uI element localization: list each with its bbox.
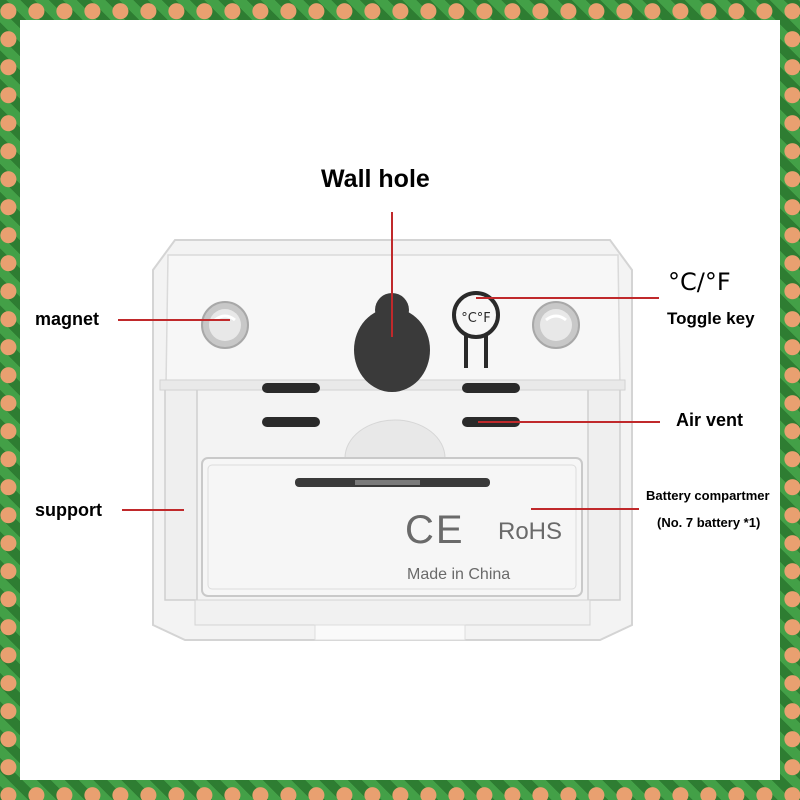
support-leg-left [164,384,198,601]
magnet-left [201,301,249,349]
vent-slot-3 [462,383,520,393]
leader-air-vent [478,421,660,423]
leader-support [122,509,184,511]
vent-slot-2 [262,417,320,427]
rohs-mark: RoHS [498,518,563,545]
toggle-key-icon [452,291,500,368]
vent-slot-1 [262,383,320,393]
toggle-key-symbol: °C°F [461,311,491,326]
label-battery-line2: (No. 7 battery *1) [657,515,761,530]
magnet-right [532,301,580,349]
label-wall-hole: Wall hole [321,165,430,193]
leader-magnet [118,319,230,321]
made-in-label: Made in China [407,566,511,583]
label-air-vent: Air vent [676,410,744,430]
wall-hole-keyhole [354,293,430,392]
battery-compartment-cover [201,457,583,597]
label-toggle-key: Toggle key [667,309,755,328]
support-leg-right [587,384,621,601]
ce-mark: CE [405,508,465,552]
label-temp-unit: °C/°F [668,268,731,296]
label-battery-line1: Battery compartmer [646,488,770,503]
label-support: support [35,500,102,520]
stand-bar [194,599,591,626]
leader-battery [531,508,639,510]
leader-wall-hole [391,212,393,337]
label-magnet: magnet [35,309,100,329]
leader-toggle [476,297,659,299]
